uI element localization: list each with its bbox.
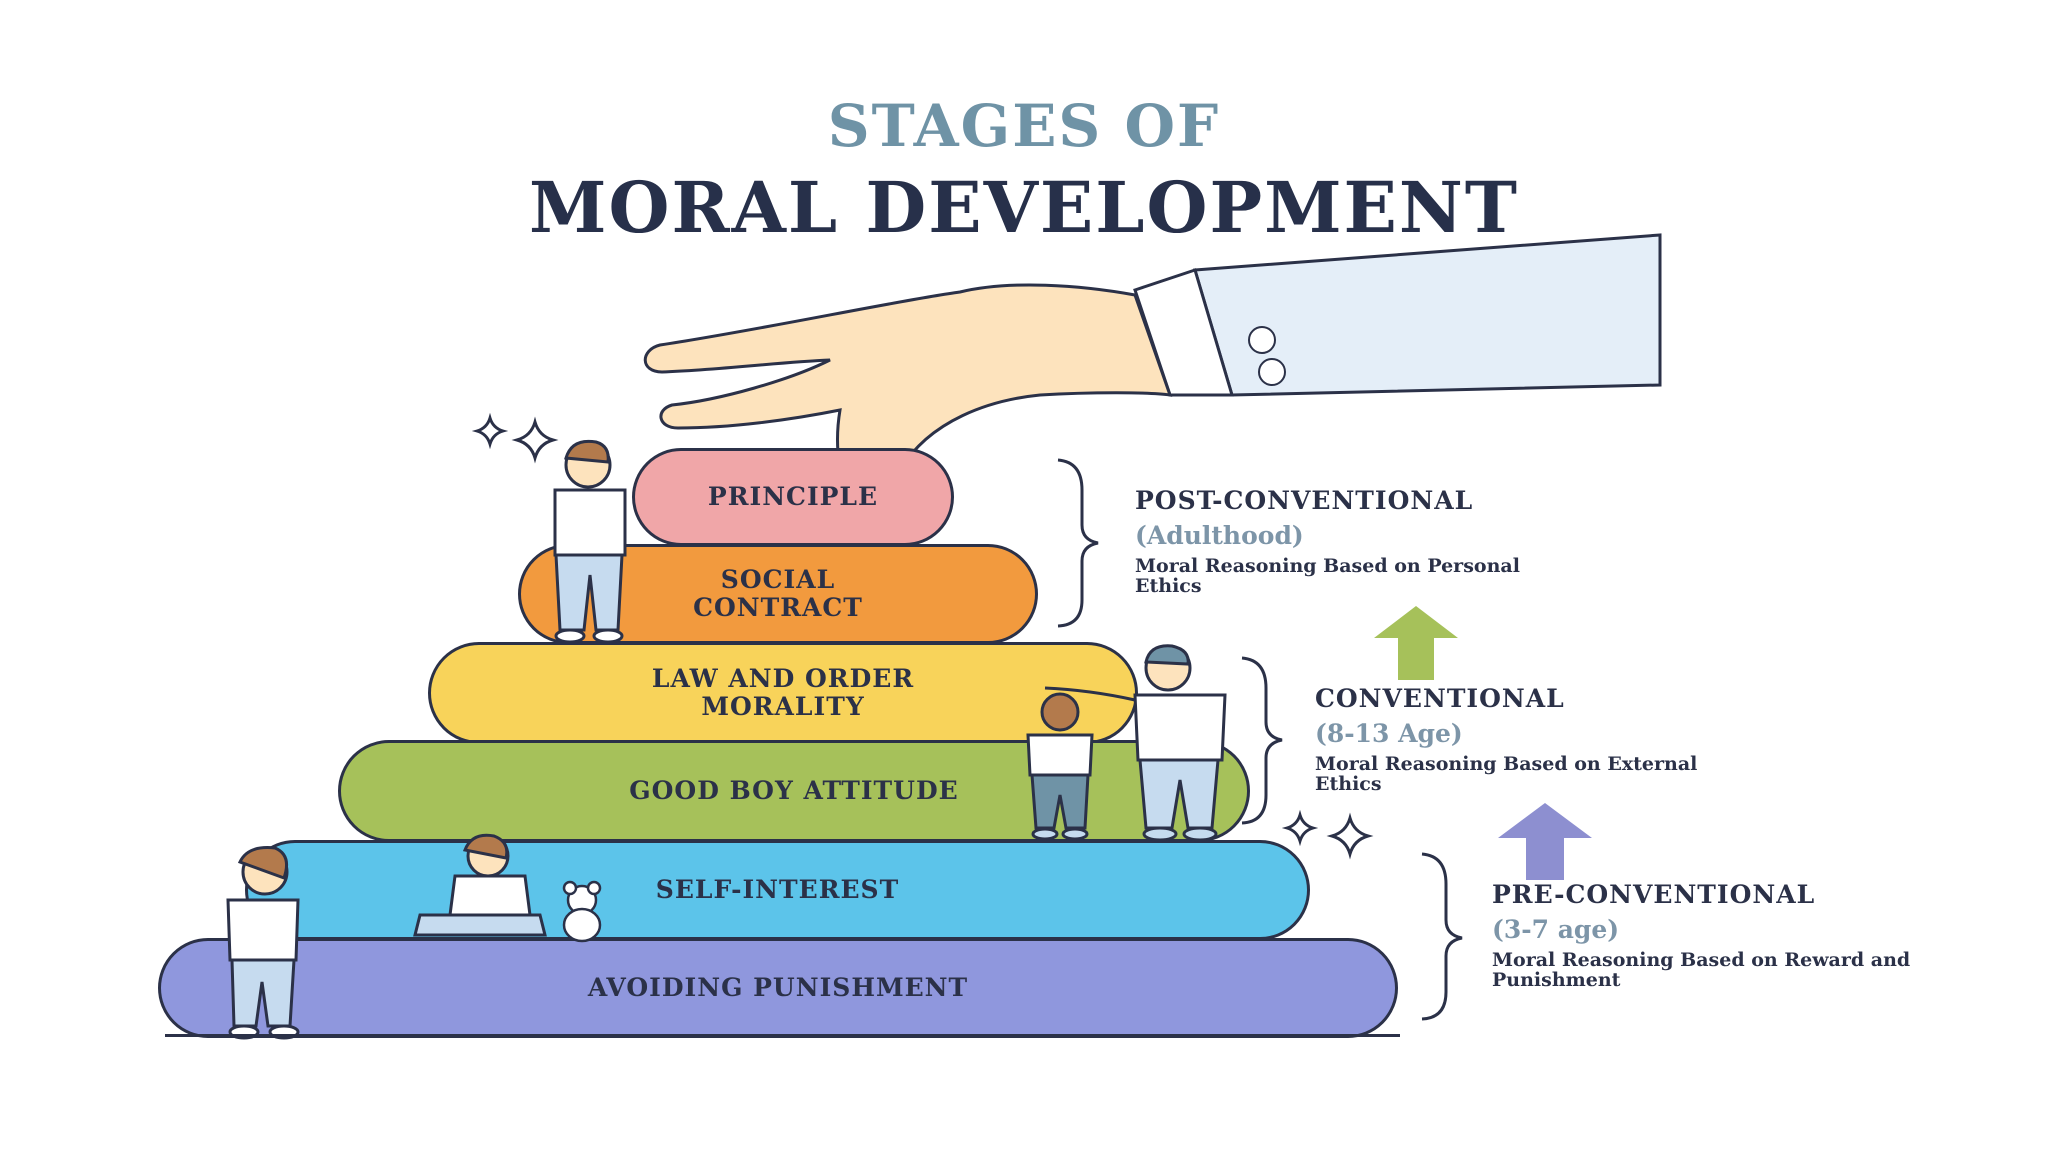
arrow-up-icon xyxy=(1374,606,1458,680)
stage-label: PRINCIPLE xyxy=(707,482,879,511)
level-description: Moral Reasoning Based on Personal Ethics xyxy=(1135,555,1520,597)
level-heading: PRE-CONVENTIONAL xyxy=(1492,880,1816,909)
level-age: (3-7 age) xyxy=(1492,915,1620,944)
person-standing-icon xyxy=(226,846,300,1040)
stage-label: GOOD BOY ATTITUDE xyxy=(629,776,959,805)
stage-label: AVOIDING PUNISHMENT xyxy=(587,973,969,1002)
person-sitting-icon xyxy=(413,833,547,937)
title-line-1: STAGES OF xyxy=(827,92,1221,160)
level-heading: CONVENTIONAL xyxy=(1315,684,1565,713)
level-pre-conventional: PRE-CONVENTIONAL (3-7 age) Moral Reasoni… xyxy=(1492,880,1912,990)
level-description: Moral Reasoning Based on Reward and Puni… xyxy=(1492,949,1911,991)
arrow-up-icon xyxy=(1498,803,1592,880)
level-age: (Adulthood) xyxy=(1135,521,1304,550)
stage-pill-law-and-order: LAW AND ORDER MORALITY xyxy=(428,642,1138,744)
title-line-2: MORAL DEVELOPMENT xyxy=(528,166,1519,249)
stage-label: SELF-INTEREST xyxy=(655,875,900,904)
person-child-icon xyxy=(1026,692,1094,841)
level-heading: POST-CONVENTIONAL xyxy=(1135,486,1474,515)
level-description: Moral Reasoning Based on External Ethics xyxy=(1315,753,1698,795)
level-age: (8-13 Age) xyxy=(1315,719,1463,748)
person-thinking-icon xyxy=(553,439,627,644)
teddy-bear-icon xyxy=(562,880,602,943)
ground-line xyxy=(165,1034,1400,1037)
hand-icon xyxy=(643,233,1662,492)
person-adult-icon xyxy=(1044,644,1227,842)
stage-pill-good-boy: GOOD BOY ATTITUDE xyxy=(338,740,1250,842)
stage-pill-avoiding-punishment: AVOIDING PUNISHMENT xyxy=(158,938,1398,1038)
level-post-conventional: POST-CONVENTIONAL (Adulthood) Moral Reas… xyxy=(1135,486,1535,596)
level-conventional: CONVENTIONAL (8-13 Age) Moral Reasoning … xyxy=(1315,684,1715,794)
stage-label: LAW AND ORDER MORALITY xyxy=(651,664,915,721)
stage-label: SOCIAL CONTRACT xyxy=(693,565,863,622)
bracket-icon xyxy=(1057,458,1463,1021)
